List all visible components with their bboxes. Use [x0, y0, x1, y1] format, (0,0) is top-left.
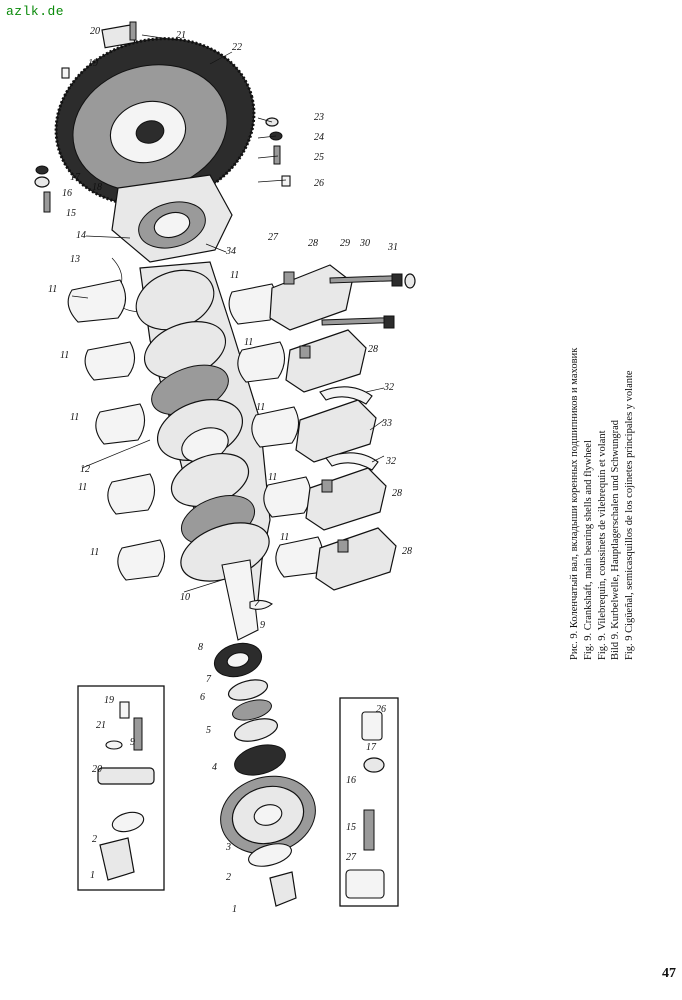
- callout-4: 4: [212, 762, 217, 773]
- callout-1: 1: [232, 904, 237, 915]
- callout-12: 12: [80, 464, 90, 475]
- callout-23: 23: [314, 112, 324, 123]
- svg-text:11: 11: [60, 350, 69, 361]
- svg-text:21: 21: [96, 720, 106, 731]
- svg-text:28: 28: [392, 488, 402, 499]
- caption-spanish: Fig. 9 Cigüeñal, semicasquillos de los c…: [624, 370, 636, 660]
- callout-3: 3: [225, 842, 231, 853]
- svg-text:27: 27: [346, 852, 357, 863]
- svg-text:28: 28: [368, 344, 378, 355]
- rear-oil-seal-cover: [111, 174, 233, 263]
- svg-text:20: 20: [92, 764, 102, 775]
- svg-text:11: 11: [268, 472, 277, 483]
- callout-14: 14: [76, 230, 86, 241]
- svg-text:11: 11: [280, 532, 289, 543]
- svg-text:28: 28: [402, 546, 412, 557]
- callout-26: 26: [314, 178, 324, 189]
- callout-21: 21: [176, 30, 186, 41]
- svg-text:11: 11: [90, 547, 99, 558]
- main-bearing-bolts: [321, 273, 416, 329]
- callout-10: 10: [180, 592, 190, 603]
- callout-17: 17: [70, 172, 81, 183]
- callout-9: 9: [260, 620, 265, 631]
- svg-text:15: 15: [346, 822, 356, 833]
- main-bearing-shells-upper: [67, 279, 166, 581]
- svg-text:1: 1: [90, 870, 95, 881]
- callout-6: 6: [200, 692, 205, 703]
- crankshaft-pulley: [220, 775, 316, 855]
- callout-25: 25: [314, 152, 324, 163]
- inset-box-left: [77, 685, 165, 891]
- svg-text:9: 9: [130, 737, 135, 748]
- callout-19: 19: [88, 58, 98, 69]
- svg-text:11: 11: [244, 337, 253, 348]
- callout-33: 33: [381, 418, 392, 429]
- callout-27: 27: [268, 232, 279, 243]
- callout-28: 28: [308, 238, 318, 249]
- site-watermark: azlk.de: [6, 4, 65, 19]
- crankshaft-sprocket: [213, 642, 263, 678]
- svg-text:11: 11: [230, 270, 239, 281]
- callout-22: 22: [232, 42, 242, 53]
- callout-31: 31: [387, 242, 398, 253]
- svg-text:26: 26: [376, 704, 386, 715]
- spacer-washers: [227, 679, 286, 776]
- main-bearing-shells-lower: [228, 283, 324, 578]
- callout-34: 34: [225, 246, 236, 257]
- figure-caption: Рис. 9. Коленчатый вал, вкладыши коренны…: [568, 260, 637, 660]
- thrust-washers: [319, 386, 379, 471]
- page-number: 47: [662, 966, 676, 981]
- crankshaft: [135, 261, 271, 641]
- svg-text:16: 16: [346, 775, 356, 786]
- svg-text:2: 2: [92, 834, 97, 845]
- pulley-washer-and-ratchet: [248, 843, 297, 907]
- caption-russian: Рис. 9. Коленчатый вал, вкладыши коренны…: [569, 347, 580, 660]
- caption-english: Fig. 9. Crankshaft, main bearing shells …: [582, 440, 594, 660]
- svg-text:11: 11: [78, 482, 87, 493]
- callout-16: 16: [62, 188, 72, 199]
- callout-11: 11: [48, 284, 57, 295]
- svg-text:11: 11: [256, 402, 265, 413]
- callout-15: 15: [66, 208, 76, 219]
- callout-5: 5: [206, 725, 211, 736]
- callout-29: 29: [340, 238, 350, 249]
- svg-text:19: 19: [104, 695, 114, 706]
- pulley-key-9: [249, 599, 273, 610]
- callout-13: 13: [70, 254, 80, 265]
- callout-30: 30: [359, 238, 370, 249]
- callout-8: 8: [198, 642, 203, 653]
- caption-french: Fig. 9. Vilebrequin, coussinets de vileb…: [596, 430, 608, 660]
- svg-text:32: 32: [385, 456, 396, 467]
- leader-lines: [71, 34, 385, 607]
- callout-labels: 1 1 2 2 3 4 5 6 7 8 9 9 10 11 11 11 11 1…: [48, 26, 412, 915]
- svg-text:11: 11: [70, 412, 79, 423]
- callout-20: 20: [90, 26, 100, 37]
- callout-7: 7: [206, 674, 212, 685]
- callout-24: 24: [314, 132, 324, 143]
- flywheel: [54, 37, 256, 207]
- caption-german: Bild 9. Kurbelwelle, Hauptlagerschalen u…: [610, 420, 622, 660]
- callout-32: 32: [383, 382, 394, 393]
- callout-18: 18: [92, 182, 102, 193]
- callout-2: 2: [226, 872, 231, 883]
- svg-text:17: 17: [366, 742, 377, 753]
- inset-box-right: [339, 697, 399, 907]
